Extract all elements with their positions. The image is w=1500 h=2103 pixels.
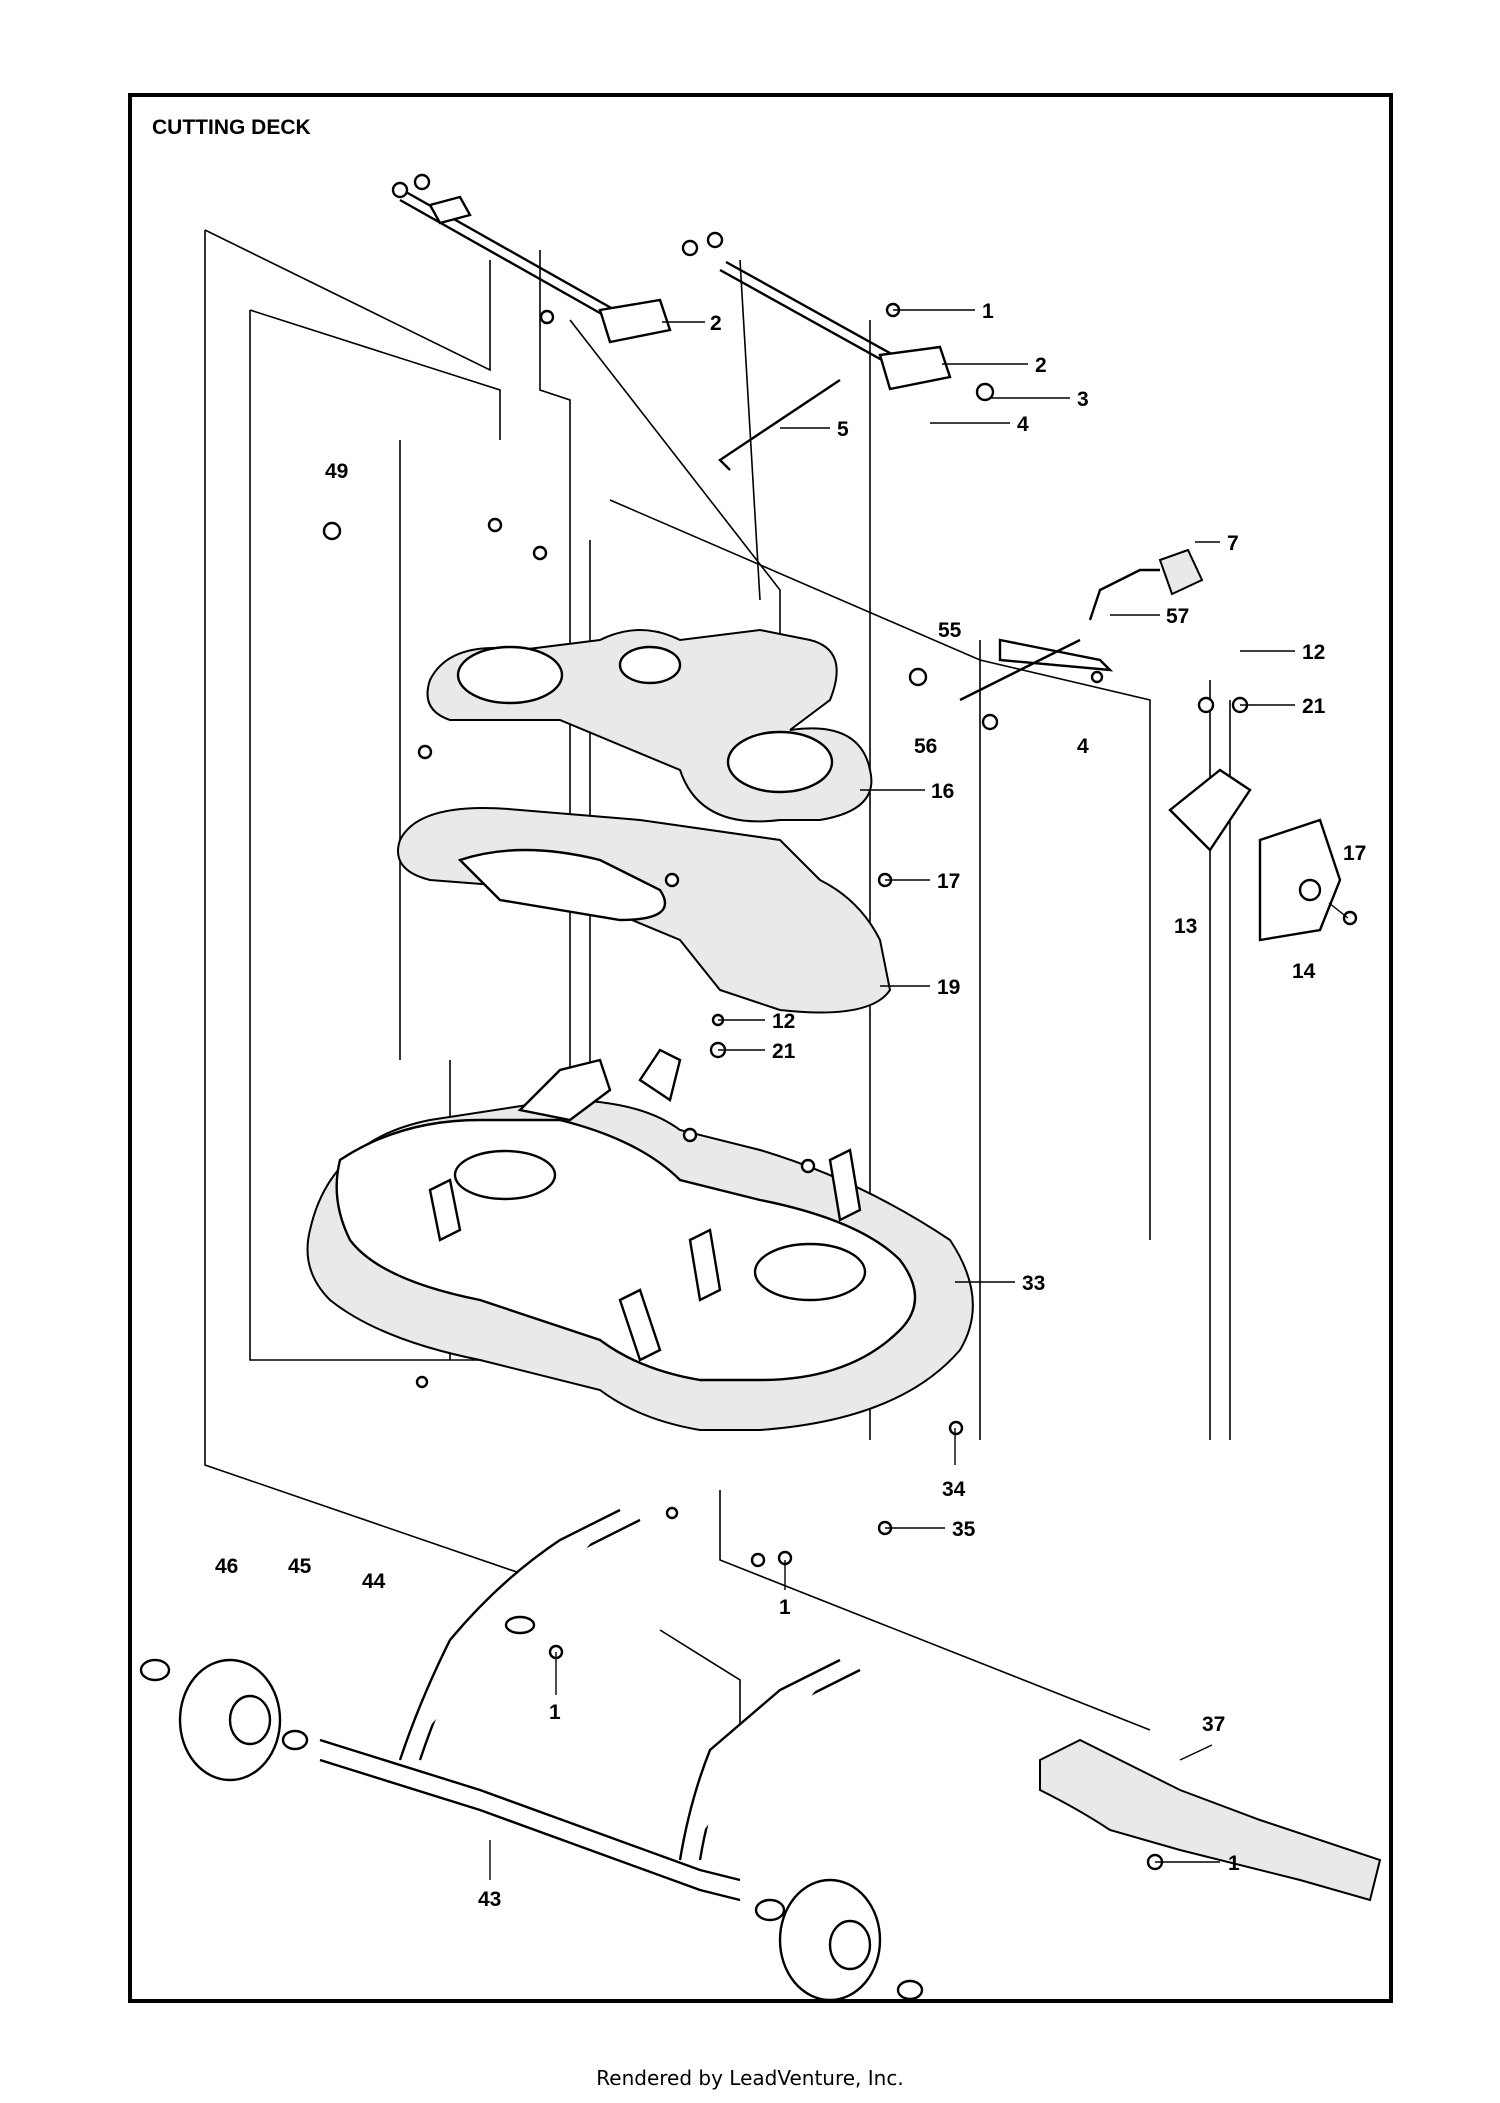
callout-12-middle: 12 (772, 1010, 795, 1033)
callout-37: 37 (1202, 1713, 1225, 1736)
callout-leaders (489, 309, 1349, 1880)
callout-1-bottom: 1 (1228, 1852, 1240, 1875)
callout-21-top: 21 (1302, 695, 1326, 718)
belt-shield (397, 807, 892, 1014)
callout-49: 49 (325, 460, 348, 483)
belt-cover (426, 628, 873, 823)
callout-2-left: 2 (710, 312, 722, 335)
lift-rod-left (391, 173, 672, 344)
callout-1-middle: 1 (779, 1596, 791, 1619)
callout-5: 5 (837, 418, 849, 441)
callout-1-top: 1 (982, 300, 994, 323)
front-axle (319, 1508, 861, 1902)
assembly-guide-lines (204, 229, 1231, 1780)
callout-35: 35 (952, 1518, 976, 1541)
diagram-frame (128, 93, 1393, 2003)
callout-1-axle: 1 (549, 1701, 561, 1724)
mower-deck (306, 1048, 974, 1431)
height-indicator-plate (1168, 768, 1342, 942)
callout-13: 13 (1174, 915, 1197, 938)
callout-12-top: 12 (1302, 641, 1325, 664)
callout-45: 45 (288, 1555, 312, 1578)
front-wheel-right (754, 1878, 924, 2002)
callout-56: 56 (914, 735, 937, 758)
callout-44: 44 (362, 1570, 386, 1593)
callout-4-middle: 4 (1077, 735, 1089, 758)
callout-17-right: 17 (1343, 842, 1366, 865)
callout-55: 55 (938, 619, 962, 642)
callout-33: 33 (1022, 1272, 1045, 1295)
callout-43: 43 (478, 1888, 501, 1911)
callout-21-middle: 21 (772, 1040, 796, 1063)
callout-57: 57 (1166, 605, 1189, 628)
callout-34: 34 (942, 1478, 966, 1501)
height-adjust-lever (959, 548, 1204, 702)
callout-19: 19 (937, 976, 960, 999)
lift-rod-right (681, 231, 995, 402)
footer-credit: Rendered by LeadVenture, Inc. (596, 2066, 904, 2090)
lift-link-rod (718, 379, 841, 471)
callout-16: 16 (931, 780, 954, 803)
callout-3: 3 (1077, 388, 1089, 411)
callout-4-top: 4 (1017, 413, 1029, 436)
callout-17-left: 17 (937, 870, 960, 893)
callout-labels: 1 2 2 3 4 5 49 7 57 55 12 21 56 4 16 17 … (215, 300, 1366, 1911)
callout-14: 14 (1292, 960, 1316, 983)
deck-guard (1039, 1738, 1382, 1902)
callout-46: 46 (215, 1555, 238, 1578)
front-wheel-left (139, 1658, 309, 1782)
diagram-title: CUTTING DECK (152, 116, 311, 139)
callout-2-right: 2 (1035, 354, 1047, 377)
callout-7: 7 (1227, 532, 1239, 555)
